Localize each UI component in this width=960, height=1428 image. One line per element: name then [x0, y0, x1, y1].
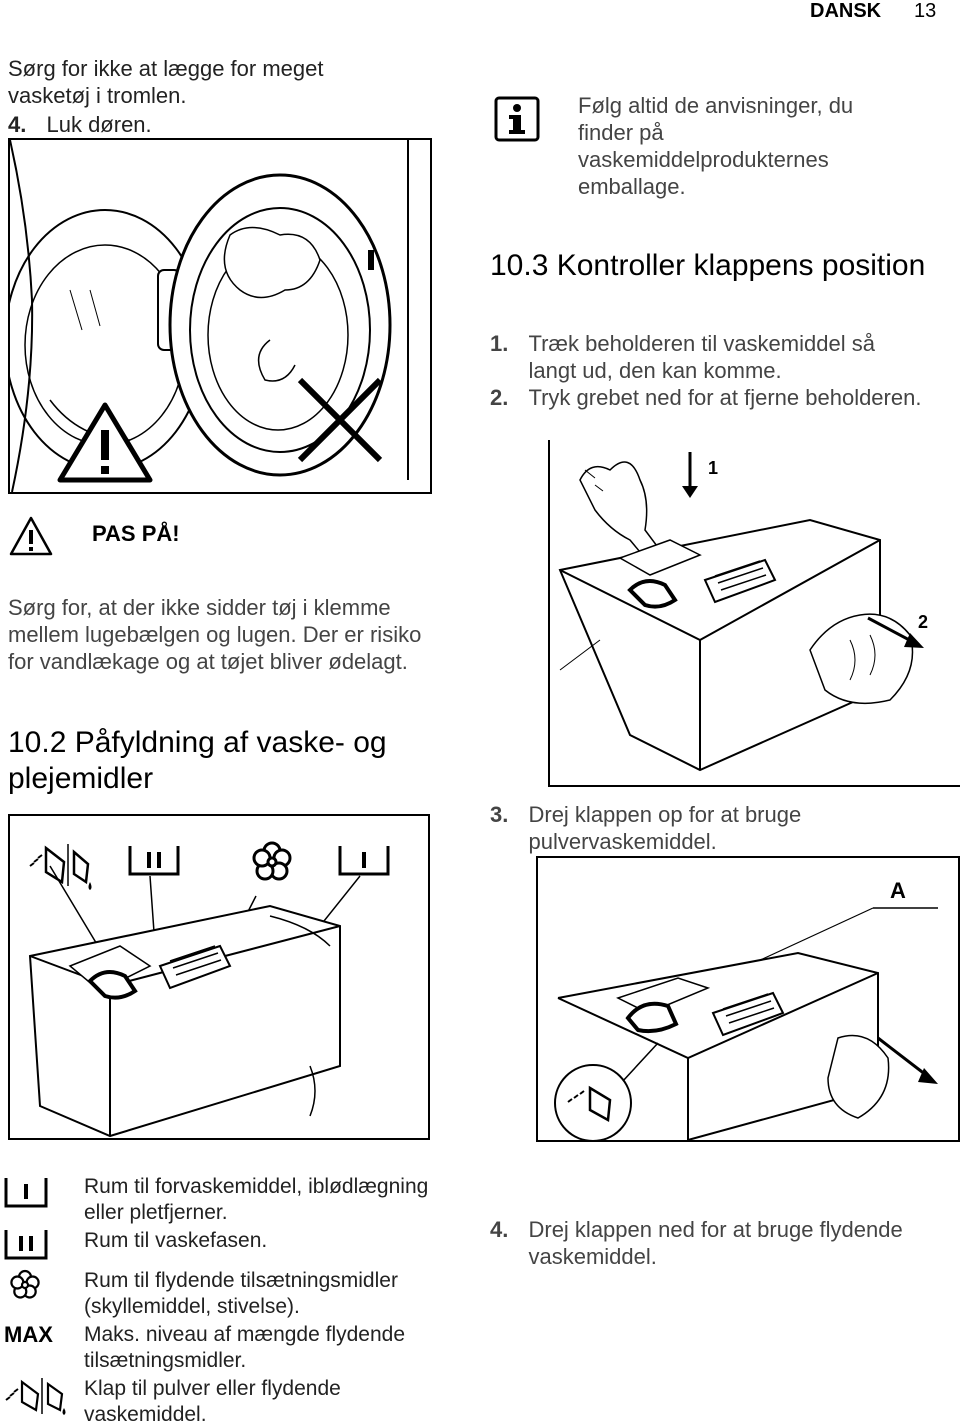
- step-4: 4. Drej klappen ned for at bruge flydend…: [490, 1216, 930, 1270]
- step-text: Drej klappen ned for at bruge flydende v…: [528, 1217, 903, 1269]
- legend-text: Rum til forvaskemiddel, iblødlægning ell…: [84, 1175, 429, 1224]
- step-number: 4.: [8, 112, 27, 137]
- compartment-I-icon: [4, 1176, 48, 1210]
- step-number: 1.: [490, 331, 509, 356]
- legend-item: Rum til flydende tilsætningsmidler (skyl…: [0, 1264, 470, 1324]
- legend-item: Rum til forvaskemiddel, iblødlægning ell…: [0, 1170, 470, 1240]
- step-number: 4.: [490, 1217, 509, 1242]
- step-4-closing: 4. Luk døren.: [8, 111, 152, 138]
- remove-drawer-figure: 1 2: [548, 440, 960, 787]
- warning-icon: [8, 515, 54, 557]
- section-title: Kontroller klappens position: [556, 249, 926, 282]
- section-number: 10.2: [8, 726, 67, 759]
- legend-text: Klap til pulver eller flydende vaskemidd…: [84, 1377, 341, 1426]
- legend-text: Rum til vaskefasen.: [84, 1229, 268, 1252]
- step-3: 3. Drej klappen op for at bruge pulverva…: [490, 801, 930, 855]
- section-10-2-heading: 10.2 Påfyldning af vaske- og plejemidler: [8, 725, 438, 797]
- step-text: Træk beholderen til vaskemiddel så langt…: [528, 331, 875, 383]
- section-10-3-heading: 10.3 Kontroller klappens position: [490, 248, 930, 284]
- warning-text: Sørg for, at der ikke sidder tøj i klemm…: [8, 595, 422, 674]
- door-figure: [8, 138, 432, 494]
- legend-item: MAX Maks. niveau af mængde flydende tils…: [0, 1318, 470, 1374]
- compartment-II-icon: [128, 846, 180, 876]
- legend-item: Klap til pulver eller flydende vaskemidd…: [0, 1372, 470, 1426]
- flap-position-figure: A: [536, 856, 960, 1142]
- section-number: 10.3: [490, 249, 549, 282]
- step-text: Luk døren.: [46, 112, 152, 137]
- warning-title: PAS PÅ!: [92, 521, 180, 546]
- legend-text: Rum til flydende tilsætningsmidler (skyl…: [84, 1269, 398, 1318]
- legend-item: Rum til vaskefasen.: [0, 1224, 470, 1264]
- intro-text: Sørg for ikke at lægge for meget vasketø…: [8, 56, 324, 108]
- step-text: Tryk grebet ned for at fjerne beholderen…: [528, 385, 922, 410]
- compartment-I-icon: [338, 846, 390, 876]
- step-number: 3.: [490, 802, 509, 827]
- step-text: Drej klappen op for at bruge pulvervaske…: [528, 802, 802, 854]
- flap-label: A: [890, 878, 906, 903]
- compartment-II-icon: [4, 1228, 48, 1262]
- max-label: MAX: [4, 1322, 53, 1347]
- flower-icon: [8, 1268, 42, 1302]
- arrow-2-label: 2: [918, 612, 928, 632]
- step-2: 2. Tryk grebet ned for at fjerne beholde…: [490, 384, 930, 411]
- powder-liquid-flap-icon: [4, 1376, 74, 1416]
- step-number: 2.: [490, 385, 509, 410]
- powder-liquid-flap-icon: [29, 844, 92, 890]
- page-number: 13: [914, 0, 937, 22]
- info-note-text: Følg altid de anvisninger, du finder på …: [578, 93, 854, 199]
- section-title: Påfyldning af vaske- og plejemidler: [8, 726, 387, 795]
- dispenser-compartments-figure: [8, 814, 430, 1140]
- language-label: DANSK: [810, 0, 882, 22]
- legend-text: Maks. niveau af mængde flydende tilsætni…: [84, 1323, 406, 1372]
- step-1: 1. Træk beholderen til vaskemiddel så la…: [490, 330, 930, 384]
- info-icon: [494, 96, 540, 142]
- flower-icon: [252, 841, 292, 881]
- arrow-1-label: 1: [708, 458, 718, 478]
- powder-flap-detail-icon: [567, 1085, 612, 1123]
